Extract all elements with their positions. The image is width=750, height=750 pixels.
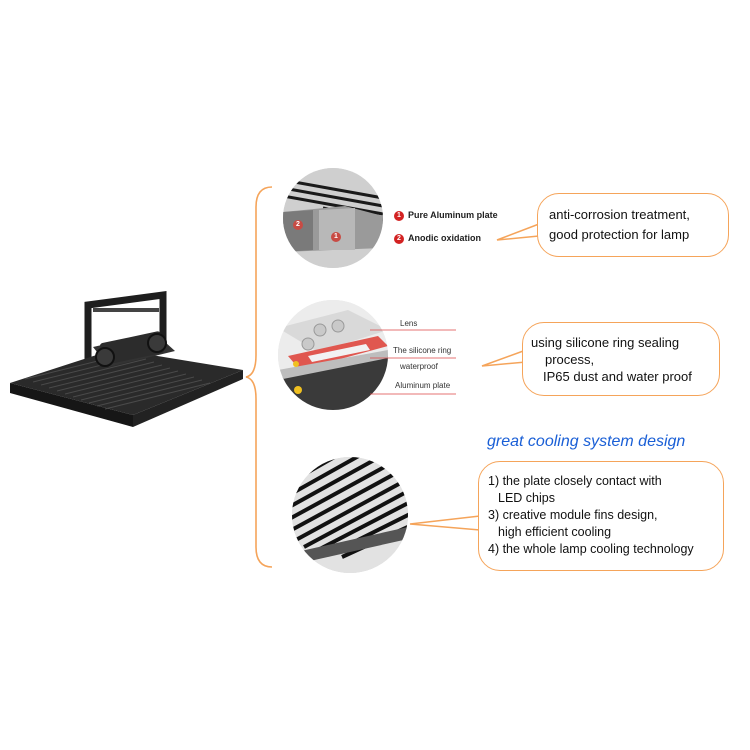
callout-line: using silicone ring sealing [531, 335, 680, 350]
callout-pointer-2 [480, 348, 528, 374]
callout-pointer-1 [495, 220, 541, 250]
callout-pointer-3 [408, 514, 482, 536]
callout-line: high efficient cooling [498, 525, 612, 539]
leader-lines [370, 318, 460, 398]
marker-2: 2 [394, 234, 404, 244]
floodlight-image [5, 275, 245, 445]
label-aluminum-plate: Aluminum plate [395, 381, 451, 390]
section-heading: great cooling system design [487, 433, 686, 450]
cooling-fins-closeup [292, 457, 408, 573]
callout-line: process, [545, 352, 595, 367]
label-lens: Lens [400, 319, 418, 328]
marker-1: 1 [394, 211, 404, 221]
callout-silicone-ring: using silicone ring sealing process, IP6… [522, 322, 720, 396]
callout-anti-corrosion: anti-corrosion treatment, good protectio… [537, 193, 729, 257]
callout-line: 3) creative module fins design, [488, 508, 658, 522]
brace-bracket [242, 185, 282, 570]
label-silicone-ring: The silicone ring [393, 346, 452, 355]
callout-line: anti-corrosion treatment, [549, 207, 690, 222]
callout-cooling-features: 1) the plate closely contact with LED ch… [478, 461, 724, 571]
silicone-ring-closeup [278, 300, 388, 410]
callout-line: 1) the plate closely contact with [488, 474, 662, 488]
label-pure-aluminum-plate: Pure Aluminum plate [408, 210, 498, 220]
label-waterproof: waterproof [400, 362, 438, 371]
callout-line: IP65 dust and water proof [543, 369, 692, 384]
plate-marker-1: 1 [331, 232, 341, 242]
plate-marker-2: 2 [293, 220, 303, 230]
callout-line: LED chips [498, 491, 555, 505]
callout-line: 4) the whole lamp cooling technology [488, 542, 694, 556]
callout-line: good protection for lamp [549, 227, 690, 242]
aluminum-plate-closeup [283, 168, 383, 268]
label-anodic-oxidation: Anodic oxidation [408, 233, 481, 243]
